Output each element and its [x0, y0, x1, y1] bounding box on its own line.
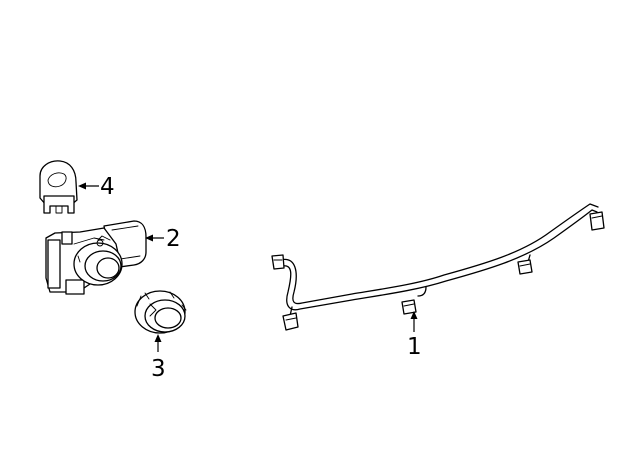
- park-sensor-part: [45, 220, 147, 295]
- callout-2-label: 2: [166, 226, 181, 252]
- sensor-bezel-part: [39, 160, 78, 214]
- callout-1-label: 1: [407, 334, 422, 360]
- wire-harness-part: [271, 203, 605, 331]
- leader-arrows: [78, 182, 418, 352]
- sensor-retainer-part: [134, 290, 187, 334]
- callout-4-label: 4: [100, 174, 115, 200]
- callout-3-label: 3: [151, 356, 166, 382]
